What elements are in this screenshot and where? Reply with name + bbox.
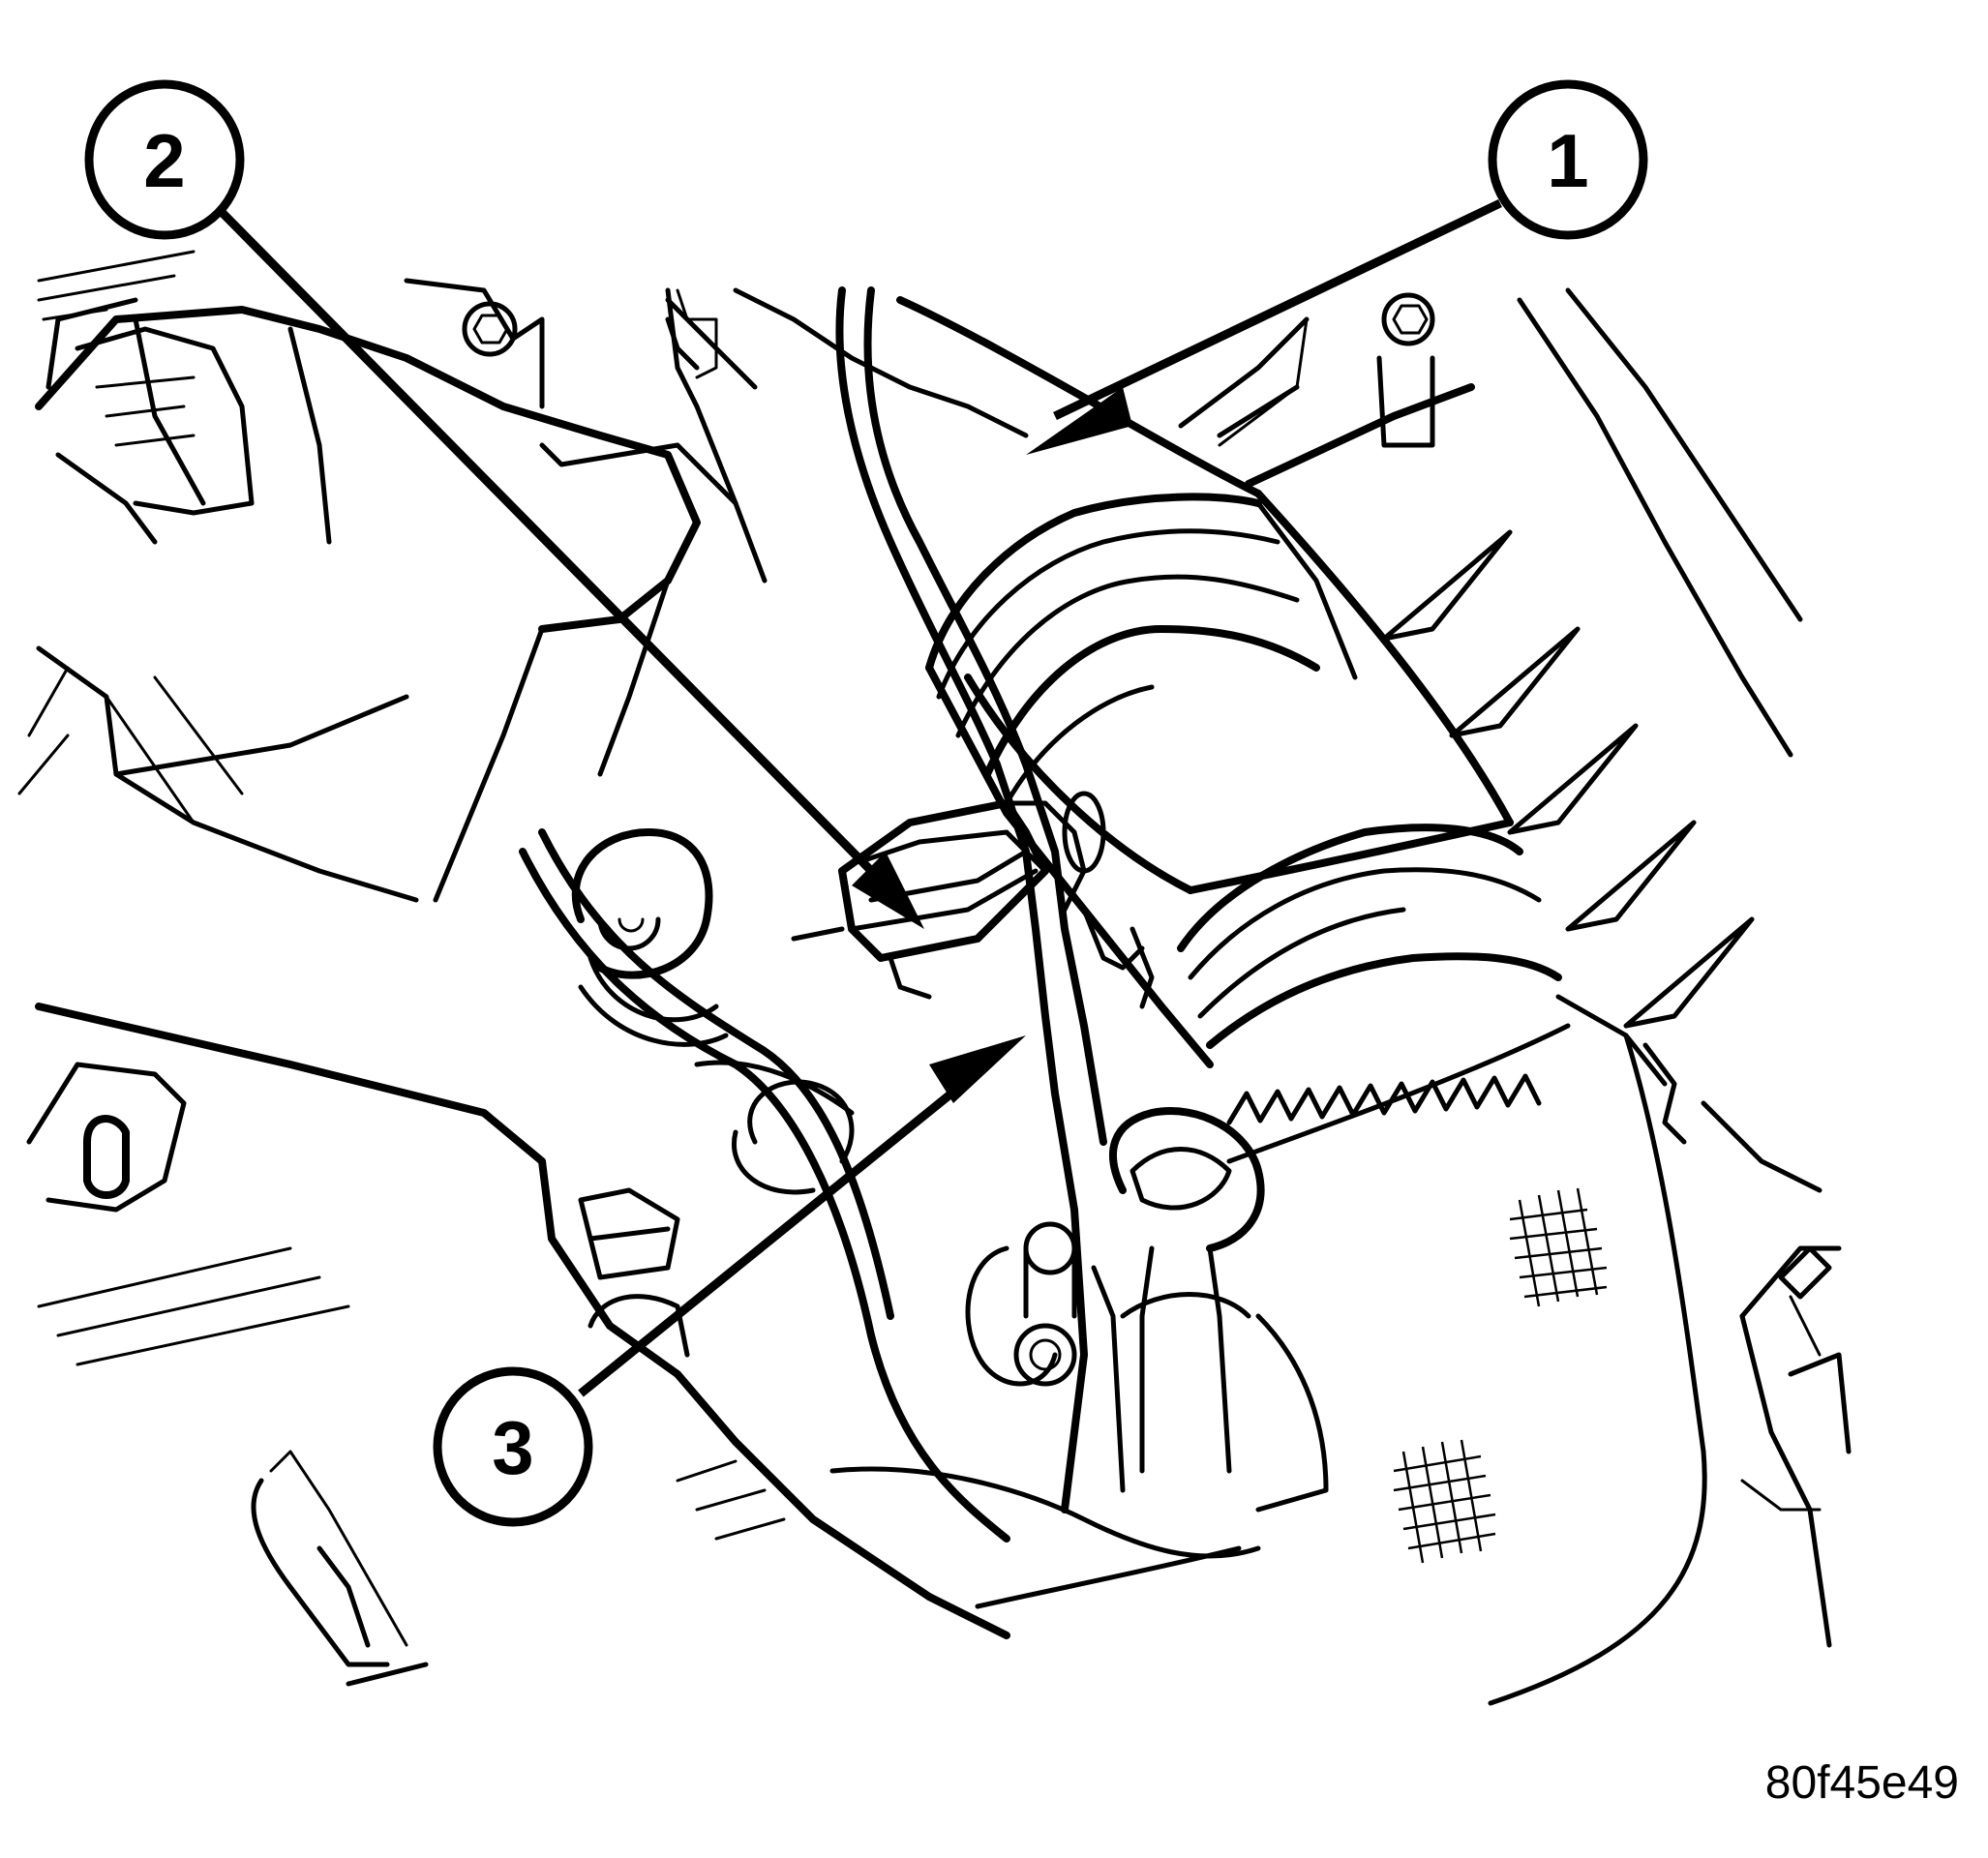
leader-2 bbox=[209, 199, 894, 894]
throttle-body-area bbox=[404, 278, 1029, 584]
leader-3 bbox=[578, 1061, 990, 1397]
leader-1 bbox=[1053, 198, 1502, 421]
air-cleaner-housing bbox=[1178, 287, 1852, 1706]
callout-leaders bbox=[209, 198, 1502, 1397]
svg-text:1: 1 bbox=[1547, 118, 1588, 203]
wiring-harness bbox=[519, 286, 1107, 1543]
arrowhead-2 bbox=[852, 852, 924, 929]
arrowhead-3 bbox=[929, 1035, 1026, 1103]
oil-filler-neck bbox=[965, 1107, 1329, 1513]
intake-housing-left bbox=[17, 250, 701, 903]
texture-hatching bbox=[1393, 1187, 1608, 1564]
callout-1: 1 bbox=[1488, 79, 1648, 240]
callout-3: 3 bbox=[433, 1366, 593, 1527]
sensor-connector bbox=[791, 791, 1155, 1009]
callout-2: 2 bbox=[84, 79, 245, 240]
figure-id-label: 80f45e49 bbox=[1764, 1757, 1959, 1809]
svg-text:2: 2 bbox=[143, 118, 185, 203]
arrowhead-1 bbox=[1026, 387, 1132, 455]
svg-text:3: 3 bbox=[492, 1405, 533, 1490]
valve-cover-lower bbox=[26, 675, 1261, 1687]
engine-mount bbox=[571, 828, 855, 1116]
